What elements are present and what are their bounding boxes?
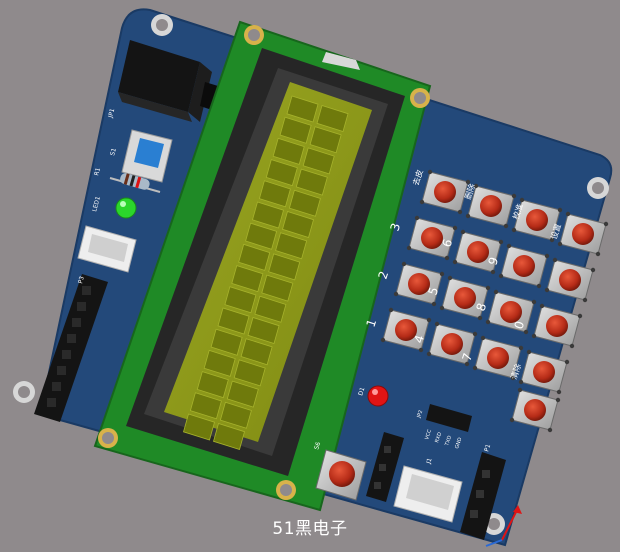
keypad-button xyxy=(544,257,596,303)
jp1-label: JP1 xyxy=(107,108,116,120)
jp2-pin-rxd: RXD xyxy=(434,431,443,443)
digit-4: 4 xyxy=(412,333,428,345)
keypad-button xyxy=(439,275,491,321)
label-clear: 清除 xyxy=(508,362,522,380)
lcd-char-cell xyxy=(265,159,298,187)
dc-power-jack xyxy=(118,40,218,122)
keypad-button xyxy=(557,211,609,257)
keypad-button xyxy=(426,321,478,367)
lcd-char-cell xyxy=(231,265,264,293)
lcd-char-cell xyxy=(282,210,314,239)
keypad-button xyxy=(498,243,550,289)
white-connector xyxy=(77,225,137,273)
jp2-label: JP2 xyxy=(416,409,424,419)
jp2-pin-gnd: GND xyxy=(454,437,463,450)
lcd-char-cell xyxy=(279,116,312,144)
lcd-char-cell xyxy=(203,349,236,377)
digit-6: 6 xyxy=(440,237,456,249)
keypad-button xyxy=(518,349,570,395)
lcd-char-cell xyxy=(316,104,349,133)
digit-0: 0 xyxy=(512,319,528,331)
keypad-labels: 去皮 删除 校准 设置 3 6 9 2 5 8 1 4 7 0 清除 xyxy=(364,168,563,380)
digit-9: 9 xyxy=(486,255,502,267)
lcd-char-cell xyxy=(224,286,257,314)
header-j1 xyxy=(366,432,404,502)
lcd-char-cell xyxy=(309,126,342,154)
label-delete: 删除 xyxy=(462,182,476,200)
lcd-char-cell xyxy=(286,95,319,123)
s1-label: S1 xyxy=(109,147,118,156)
lcd-char-cell xyxy=(183,413,215,441)
lcd-char-cell xyxy=(258,180,291,208)
led1-label: LED1 xyxy=(91,195,102,212)
lcd-char-cell xyxy=(196,371,229,399)
j1-label: J1 xyxy=(425,457,434,466)
digit-1: 1 xyxy=(364,317,380,329)
lcd-char-cell xyxy=(288,189,321,217)
green-led: LED1 xyxy=(91,195,137,219)
lcd-char-cell xyxy=(240,338,273,366)
s6-label: S6 xyxy=(313,441,322,451)
keypad-button xyxy=(406,215,458,261)
power-switch: JP1 S1 xyxy=(107,108,173,183)
keypad-button xyxy=(393,261,445,307)
lcd-char-cell xyxy=(226,380,259,408)
lcd-char-cell xyxy=(245,222,278,250)
axis-triad xyxy=(485,505,522,547)
lcd-char-cell xyxy=(254,295,287,323)
reset-button-s6: S6 xyxy=(313,441,367,501)
p3-label: P3 xyxy=(77,275,86,284)
label-calibrate: 校准 xyxy=(510,202,524,220)
lcd-char-cell xyxy=(217,307,250,335)
d1-label: D1 xyxy=(357,386,366,396)
red-led: D1 xyxy=(357,385,389,407)
digit-2: 2 xyxy=(376,269,392,281)
keypad-button xyxy=(452,229,504,275)
keypad xyxy=(380,169,609,433)
watermark-caption: 51黑电子 xyxy=(272,519,348,539)
lcd-char-cell xyxy=(261,274,294,302)
keypad-button xyxy=(465,183,517,229)
jp2-pin-txd: TXD xyxy=(444,435,453,448)
lcd-char-cell xyxy=(213,422,245,451)
lcd-char-cell xyxy=(189,392,222,420)
digit-8: 8 xyxy=(474,301,490,313)
lcd-char-cell xyxy=(219,401,252,429)
lcd-char-cell xyxy=(233,359,266,387)
lcd-character-cells xyxy=(183,95,349,451)
keypad-button xyxy=(509,387,561,433)
lcd-char-cell xyxy=(252,201,284,229)
keypad-button xyxy=(511,197,563,243)
lcd-char-cell xyxy=(275,232,308,260)
digit-7: 7 xyxy=(460,351,476,363)
lcd-char-cell xyxy=(210,328,243,356)
lcd-char-cell xyxy=(247,316,280,345)
lcd-char-cell xyxy=(272,137,305,165)
pin-header-p3: P3 xyxy=(34,274,108,422)
r1-label: R1 xyxy=(93,167,102,177)
p1-label: P1 xyxy=(483,443,492,452)
keypad-button xyxy=(419,169,471,215)
lcd-char-cell xyxy=(268,253,301,281)
white-connector-bottom: J1 xyxy=(393,457,463,523)
keypad-button xyxy=(531,303,583,349)
header-p1: P1 xyxy=(460,443,506,540)
lcd-char-cell xyxy=(295,168,328,196)
jp2-pin-vcc: VCC xyxy=(424,428,433,440)
resistor-r1: R1 xyxy=(93,167,161,193)
lcd-char-cell xyxy=(302,147,335,175)
keypad-button xyxy=(472,335,524,381)
digit-3: 3 xyxy=(388,221,404,233)
label-tare: 去皮 xyxy=(410,168,424,186)
lcd-char-cell xyxy=(238,243,271,271)
digit-5: 5 xyxy=(426,285,442,297)
header-jp2: JP2 VCC RXD TXD GND xyxy=(416,404,472,450)
keypad-button xyxy=(485,289,537,335)
keypad-button xyxy=(380,307,432,353)
label-settings: 设置 xyxy=(548,222,562,240)
